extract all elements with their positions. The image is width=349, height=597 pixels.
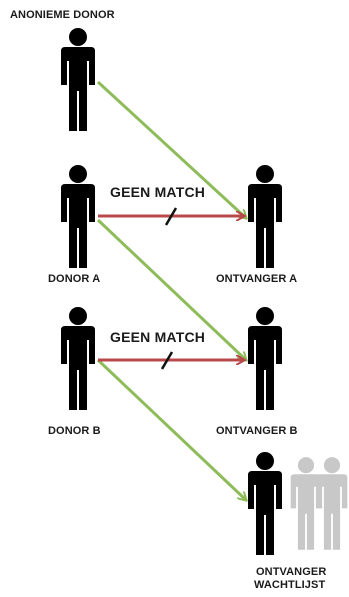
anonymous-donor-label: ANONIEME DONOR [10,9,115,21]
donor-a-to-recipient-b-arrow [96,218,246,360]
donor-b-person-icon [61,307,95,410]
donor-a-person-icon [61,165,95,268]
no-match-label-b: GEEN MATCH [110,329,206,345]
no-match-slash-b [160,351,174,370]
donor-b-label: DONOR B [48,425,101,437]
waitlist-person-icon [290,457,322,550]
waitlist-label-line1: ONTVANGER [256,566,327,578]
anonymous-donor-to-recipient-a-arrow [96,80,246,218]
no-match-slash-a [164,207,178,226]
donor-a-label: DONOR A [48,273,101,285]
waitlist-recipient-person-icon [248,452,282,555]
recipient-a-label: ONTVANGER A [216,273,298,285]
recipient-b-person-icon [248,307,282,410]
anonymous-donor-person-icon [61,28,95,131]
recipient-b-label: ONTVANGER B [216,425,298,437]
recipient-a-person-icon [248,165,282,268]
donor-b-to-waitlist-arrow [96,358,246,500]
waitlist-label-line2: WACHTLIJST [254,579,326,591]
no-match-label-a: GEEN MATCH [110,184,206,200]
